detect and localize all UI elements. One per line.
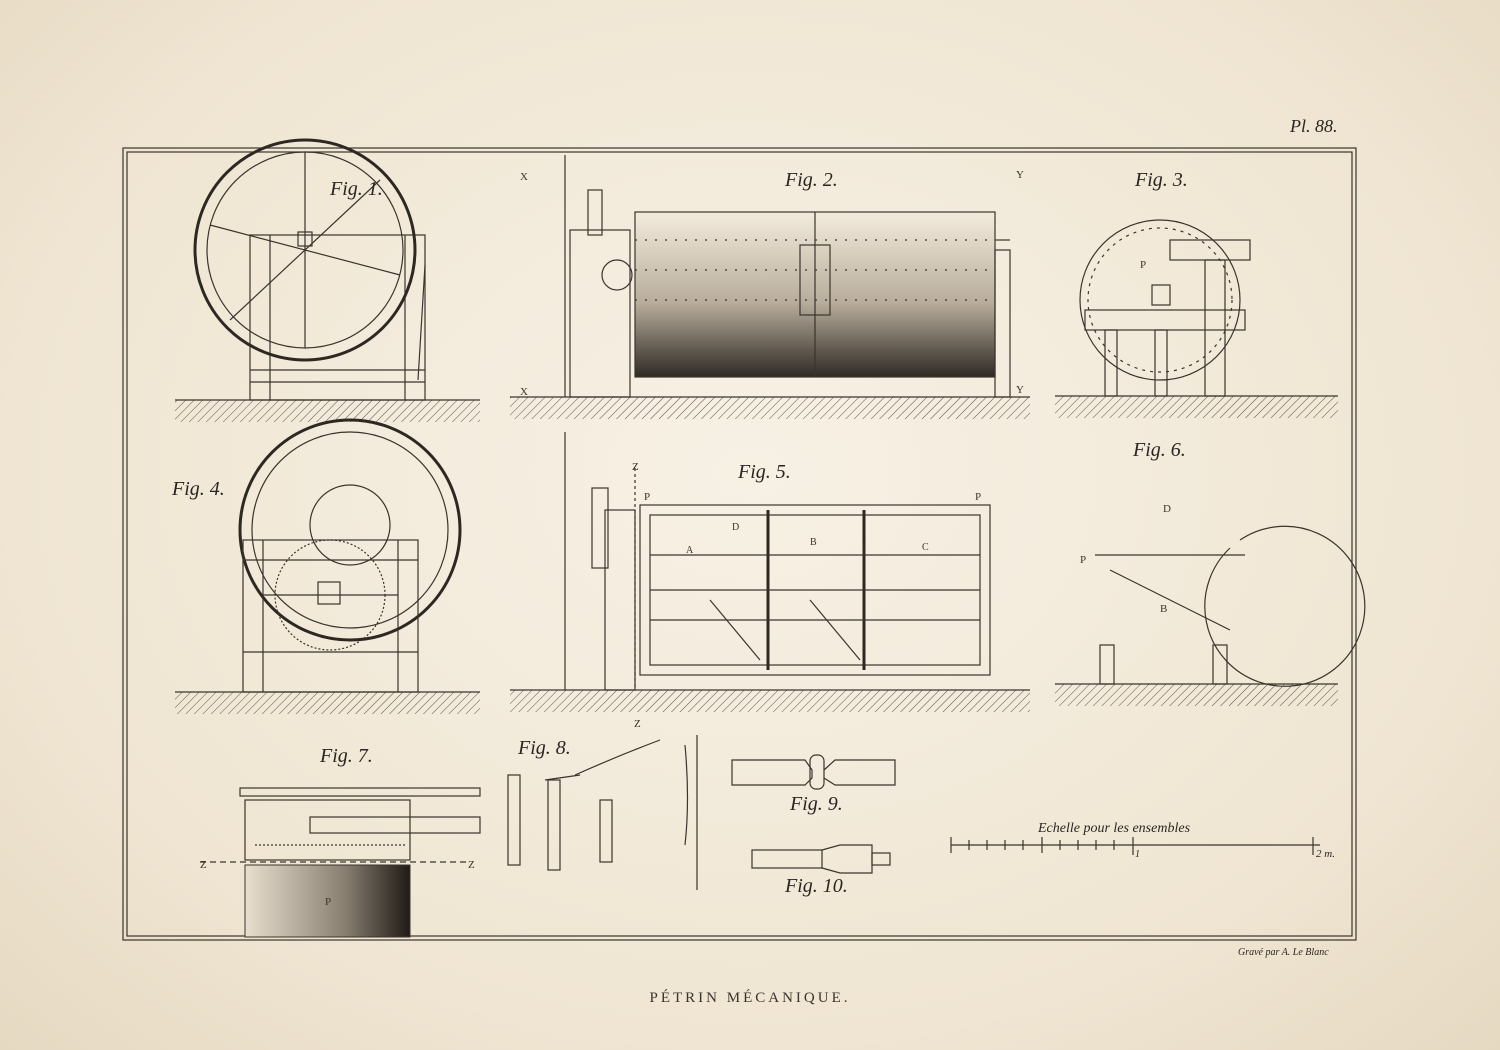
scale-tick-2m: 2 m. [1316,848,1335,860]
section-mark-z-fig7-right: Z [468,859,478,871]
section-mark-z-fig8: Z [634,718,644,730]
section-mark-z-fig7-left: Z [200,859,210,871]
fig5-part-a: A [686,545,696,556]
scale-caption: Echelle pour les ensembles [1037,821,1191,836]
fig3-part-p: P [1140,259,1149,271]
plate-number: Pl. 88. [1289,116,1338,136]
section-mark-y-bottom: Y [1016,384,1027,396]
figure-9-label: Fig. 9. [789,793,843,815]
fig5-part-p-right: P [975,491,984,503]
figure-9-drawing [731,754,896,790]
figure-4-label: Fig. 4. [171,478,225,500]
figure-10-drawing [751,844,891,874]
figure-4-drawing [238,418,462,693]
fig5-part-d: D [732,522,742,533]
figure-6-label: Fig. 6. [1132,439,1186,461]
plate-frame-outer [122,147,1357,941]
engraver-credit: Gravé par A. Le Blanc [1238,947,1329,958]
scale-bar [950,837,1320,855]
figure-7-drawing [200,787,481,938]
fig6-part-p: P [1080,554,1089,566]
figure-6-drawing [1095,525,1366,687]
figure-5-label: Fig. 5. [737,461,791,483]
figure-2-label: Fig. 2. [784,169,838,191]
figure-3-label: Fig. 3. [1134,169,1188,191]
section-mark-x-top: X [520,171,531,183]
section-mark-x-bottom: X [520,386,531,398]
fig6-part-b: B [1160,603,1170,615]
section-mark-y-top: Y [1016,169,1027,181]
figure-10-label: Fig. 10. [784,875,848,897]
figure-8-label: Fig. 8. [517,737,571,759]
figure-3-drawing [1079,219,1251,397]
figure-2-drawing [564,155,1011,398]
figure-8-drawing [507,735,698,890]
fig5-part-b: B [810,537,820,548]
scale-tick-1: 1 [1135,849,1140,860]
fig7-part-p: P [325,896,334,908]
plate-title: PÉTRIN MÉCANIQUE. [650,989,851,1006]
figure-7-label: Fig. 7. [319,745,373,767]
ground-lines [175,395,1338,714]
figure-5-drawing [564,432,991,691]
figure-1-label: Fig. 1. [329,178,383,200]
section-mark-z-fig5: Z [632,461,642,473]
plate-frame-inner [126,151,1353,937]
fig6-part-d: D [1163,503,1174,515]
fig5-part-c: C [922,542,932,553]
figure-1-drawing [193,138,426,401]
fig5-part-p-left: P [644,491,653,503]
